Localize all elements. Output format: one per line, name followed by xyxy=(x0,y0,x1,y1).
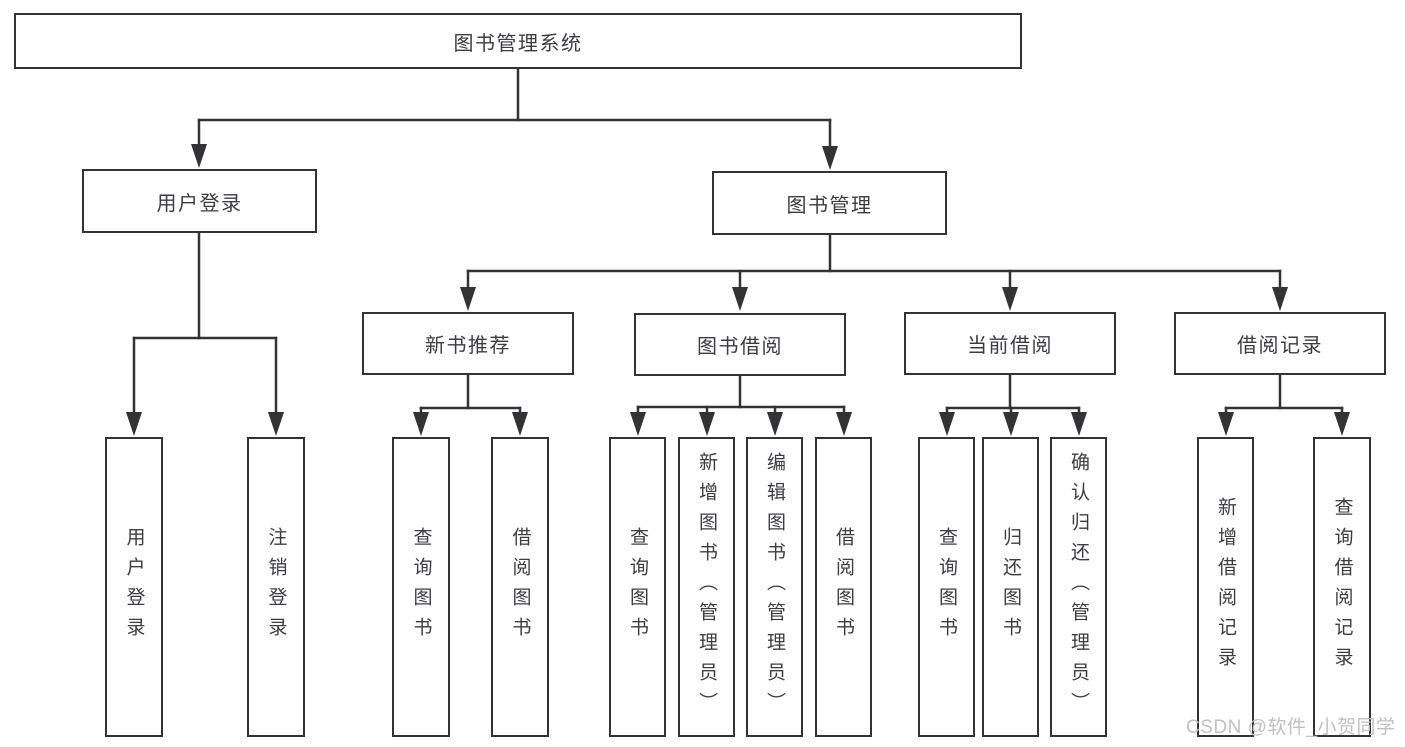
leaf-borrow-books-borrowing-label: 借阅图书 xyxy=(833,527,854,647)
leaf-return-books-label: 归还图书 xyxy=(1000,527,1021,647)
watermark-text: CSDN @软件_小贺同学 xyxy=(1186,717,1396,738)
node-borrowing-records-label: 借阅记录 xyxy=(1237,335,1323,357)
leaf-add-borrow-record-label: 新增借阅记录 xyxy=(1215,497,1236,677)
leaf-borrow-books-recommend-label: 借阅图书 xyxy=(509,527,531,647)
connector-book-management-split xyxy=(460,233,1288,311)
leaf-add-book-admin: 新增图书（管理员） xyxy=(678,437,735,737)
node-book-management-label: 图书管理 xyxy=(786,194,873,217)
leaf-add-borrow-record: 新增借阅记录 xyxy=(1197,437,1254,737)
node-user-login-label: 用户登录 xyxy=(156,192,243,215)
leaf-borrow-books-borrowing: 借阅图书 xyxy=(815,437,872,737)
node-current-borrowing: 当前借阅 xyxy=(904,312,1116,375)
leaf-query-books-current-label: 查询图书 xyxy=(936,527,957,647)
connector-root-split xyxy=(191,67,838,170)
node-book-borrowing: 图书借阅 xyxy=(634,313,846,376)
node-root: 图书管理系统 xyxy=(14,13,1022,69)
connector-current-borrow-split xyxy=(939,373,1087,436)
leaf-query-books-recommend-label: 查询图书 xyxy=(410,527,432,647)
leaf-confirm-return-admin-label: 确认归还（管理员） xyxy=(1068,452,1089,722)
leaf-return-books: 归还图书 xyxy=(982,437,1039,737)
leaf-borrow-books-recommend: 借阅图书 xyxy=(491,437,549,737)
node-book-management: 图书管理 xyxy=(712,171,947,235)
leaf-add-book-admin-label: 新增图书（管理员） xyxy=(696,452,717,722)
leaf-logout: 注销登录 xyxy=(247,437,305,737)
leaf-confirm-return-admin: 确认归还（管理员） xyxy=(1050,437,1107,737)
leaf-query-books-current: 查询图书 xyxy=(918,437,975,737)
leaf-edit-book-admin: 编辑图书（管理员） xyxy=(746,437,803,737)
leaf-query-books-borrowing-label: 查询图书 xyxy=(627,527,648,647)
node-user-login: 用户登录 xyxy=(82,169,317,233)
node-new-book-recommend: 新书推荐 xyxy=(362,312,574,375)
leaf-query-borrow-record: 查询借阅记录 xyxy=(1313,437,1371,737)
leaf-query-books-borrowing: 查询图书 xyxy=(609,437,666,737)
leaf-user-login: 用户登录 xyxy=(105,437,163,737)
connector-book-borrow-split xyxy=(630,374,852,436)
connector-new-book-split xyxy=(413,373,528,436)
leaf-user-login-label: 用户登录 xyxy=(123,527,145,647)
node-book-borrowing-label: 图书借阅 xyxy=(697,336,783,358)
node-root-label: 图书管理系统 xyxy=(453,32,583,55)
node-new-book-recommend-label: 新书推荐 xyxy=(425,335,511,357)
node-current-borrowing-label: 当前借阅 xyxy=(967,335,1053,357)
leaf-query-books-recommend: 查询图书 xyxy=(392,437,450,737)
leaf-query-borrow-record-label: 查询借阅记录 xyxy=(1331,497,1353,677)
connector-user-login-split xyxy=(126,231,284,436)
node-borrowing-records: 借阅记录 xyxy=(1174,312,1386,375)
leaf-edit-book-admin-label: 编辑图书（管理员） xyxy=(764,452,785,722)
connector-borrow-records-split xyxy=(1218,373,1350,436)
leaf-logout-label: 注销登录 xyxy=(265,527,287,647)
